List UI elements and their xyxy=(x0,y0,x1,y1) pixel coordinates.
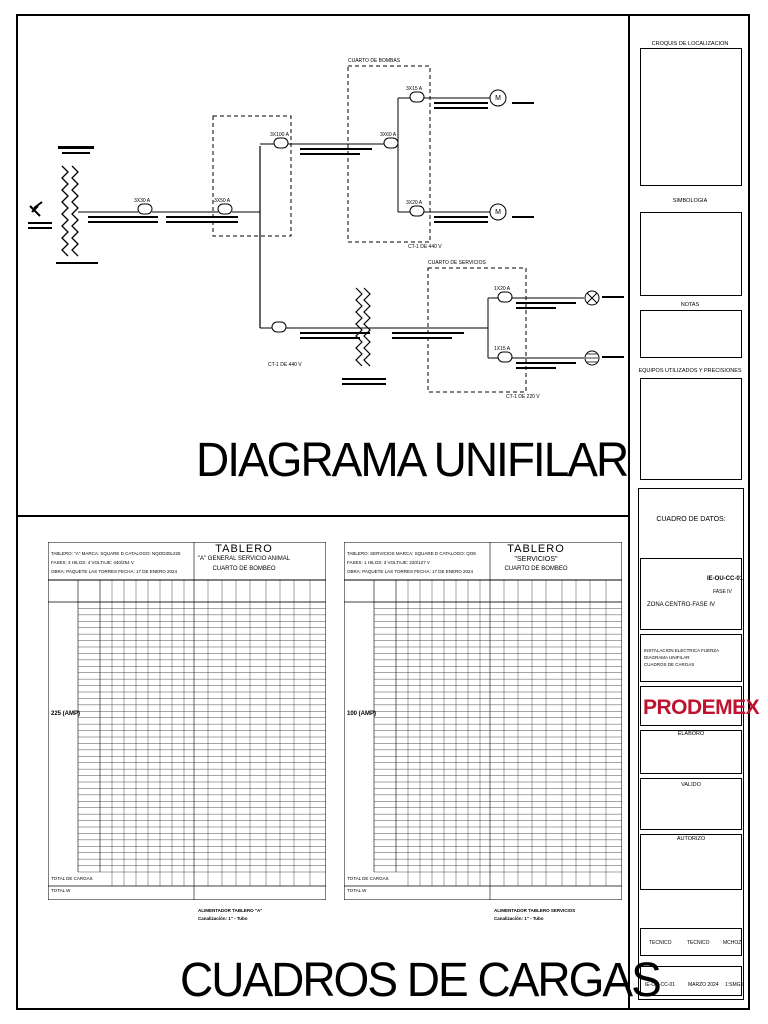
table-1-note: ALIMENTADOR TABLERO "A" xyxy=(198,908,263,913)
equipos-box xyxy=(640,378,742,480)
zone-label: ZONA CENTRO-FASE IV xyxy=(647,602,716,608)
plan-code: IE-OU-CC-01 xyxy=(707,576,744,582)
table-2-amps: 100 (AMP) xyxy=(347,711,377,717)
table-1-heading: TABLERO xyxy=(215,543,273,555)
table-1-amps: 225 (AMP) xyxy=(51,711,81,717)
signature-3-box xyxy=(640,834,742,890)
table-1-meta-3: OBRA: PAQUETE LAS TORRES FECHA: 17 DE EN… xyxy=(51,569,178,574)
notas-label: NOTAS xyxy=(680,302,700,308)
table-1-room: CUARTO DE BOMBEO xyxy=(212,566,276,572)
footer-row xyxy=(640,966,742,996)
one-line-diagram: M M CUARTO DE BOMBAS CUARTO DE SERVICIOS… xyxy=(28,58,624,400)
table-2-note: ALIMENTADOR TABLERO SERVICIOS xyxy=(494,908,576,913)
table-2-meta-1: TABLERO: SERVICIOS MARCA: SQUARE D CATAL… xyxy=(347,551,476,556)
equipos-label: EQUIPOS UTILIZADOS Y PRECISIONES xyxy=(638,368,742,374)
table-1-name: "A" GENERAL SERVICIO ANIMAL xyxy=(197,556,291,562)
logo-box xyxy=(640,686,742,726)
table-1-meta-2: FASES: 3 HILOS: 4 VOLTAJE: 440/254 V xyxy=(51,560,134,565)
table-2-note-2: Canalización: 1" - Tubo xyxy=(494,916,544,921)
motor-2-symbol: M xyxy=(495,209,501,216)
simbologia-box xyxy=(640,212,742,296)
breaker-label-7: 1X20 A xyxy=(494,286,511,292)
notas-box xyxy=(640,310,742,358)
footer-date: MARZO 2024 xyxy=(688,982,719,988)
reviewer-a: TECNICO xyxy=(649,940,672,946)
plan-phase: FASE IV xyxy=(713,589,732,595)
croquis-box xyxy=(640,48,742,186)
motor-1-symbol: M xyxy=(495,95,501,102)
footer-scale: 1:SMGS xyxy=(725,982,744,988)
table-2-total-loads: TOTAL DE CARGAS xyxy=(347,876,389,881)
breaker-label-8: 1X15 A xyxy=(494,346,511,352)
vertical-divider xyxy=(628,14,630,1010)
desc-line-2: DIAGRAMA UNIFILAR xyxy=(644,655,690,660)
signature-2-label: VALIDO xyxy=(681,782,701,788)
breaker-label-6: 3X20 A xyxy=(406,200,423,206)
ref-label-3: CT-1 DE 220 V xyxy=(506,394,540,400)
horizontal-divider xyxy=(16,515,630,517)
breaker-label-4: 3X60 A xyxy=(380,132,397,138)
signature-1-box xyxy=(640,730,742,774)
signature-2-box xyxy=(640,778,742,830)
ref-label-1: CT-1 DE 440 V xyxy=(408,244,442,250)
sheet-frame xyxy=(16,14,750,1010)
loads-title: CUADROS DE CARGAS xyxy=(180,951,662,1007)
desc-line-3: CUADROS DE CARGAS xyxy=(644,662,695,667)
project-box xyxy=(640,558,742,630)
load-table-1-grid xyxy=(48,542,326,900)
table-1-note-2: Canalización: 1" - Tubo xyxy=(198,916,248,921)
table-2-room: CUARTO DE BOMBEO xyxy=(504,566,568,572)
signature-3-label: AUTORIZO xyxy=(676,836,706,842)
table-1-meta-1: TABLERO: "A" MARCA: SQUARE D CATALOGO: N… xyxy=(51,551,181,556)
signature-1-label: ELABORO xyxy=(677,731,705,737)
load-table-2-grid xyxy=(344,542,622,900)
reviewer-b: TECNICO xyxy=(687,940,710,946)
table-1-total-w: TOTAL W xyxy=(51,888,71,893)
reviewer-row xyxy=(640,928,742,956)
cuadro-datos-label: CUADRO DE DATOS: xyxy=(656,516,726,523)
description-box xyxy=(640,634,742,682)
table-2-meta-2: FASES: 1 HILOS: 3 VOLTAJE: 220/127 V xyxy=(347,560,430,565)
breaker-label-2: 3X50 A xyxy=(214,198,231,204)
simbologia-label: SIMBOLOGIA xyxy=(672,198,708,204)
ref-label-2: CT-1 DE 440 V xyxy=(268,362,302,368)
table-1-total-loads: TOTAL DE CARGAS xyxy=(51,876,93,881)
cuadro-datos-box xyxy=(638,488,744,1000)
panel-label-b: CUARTO DE SERVICIOS xyxy=(428,260,486,266)
diagram-title: DIAGRAMA UNIFILAR xyxy=(196,431,629,487)
breaker-label-3: 3X100 A xyxy=(270,132,290,138)
table-2-total-w: TOTAL W xyxy=(347,888,367,893)
table-2-heading: TABLERO xyxy=(507,543,565,555)
croquis-label: CROQUIS DE LOCALIZACION xyxy=(651,41,729,47)
table-2-meta-3: OBRA: PAQUETE LAS TORRES FECHA: 17 DE EN… xyxy=(347,569,474,574)
reviewer-c: MCHOZ xyxy=(723,940,742,946)
panel-label-a: CUARTO DE BOMBAS xyxy=(348,58,401,64)
prodemex-logo: PRODEMEX xyxy=(643,696,760,719)
breaker-label-1: 3X30 A xyxy=(134,198,151,204)
desc-line-1: INSTALACION ELECTRICA FUERZA xyxy=(644,648,720,653)
breaker-label-5: 3X15 A xyxy=(406,86,423,92)
footer-code: IE-OU-CC-01 xyxy=(645,982,676,988)
table-2-name: "SERVICIOS" xyxy=(514,556,558,563)
